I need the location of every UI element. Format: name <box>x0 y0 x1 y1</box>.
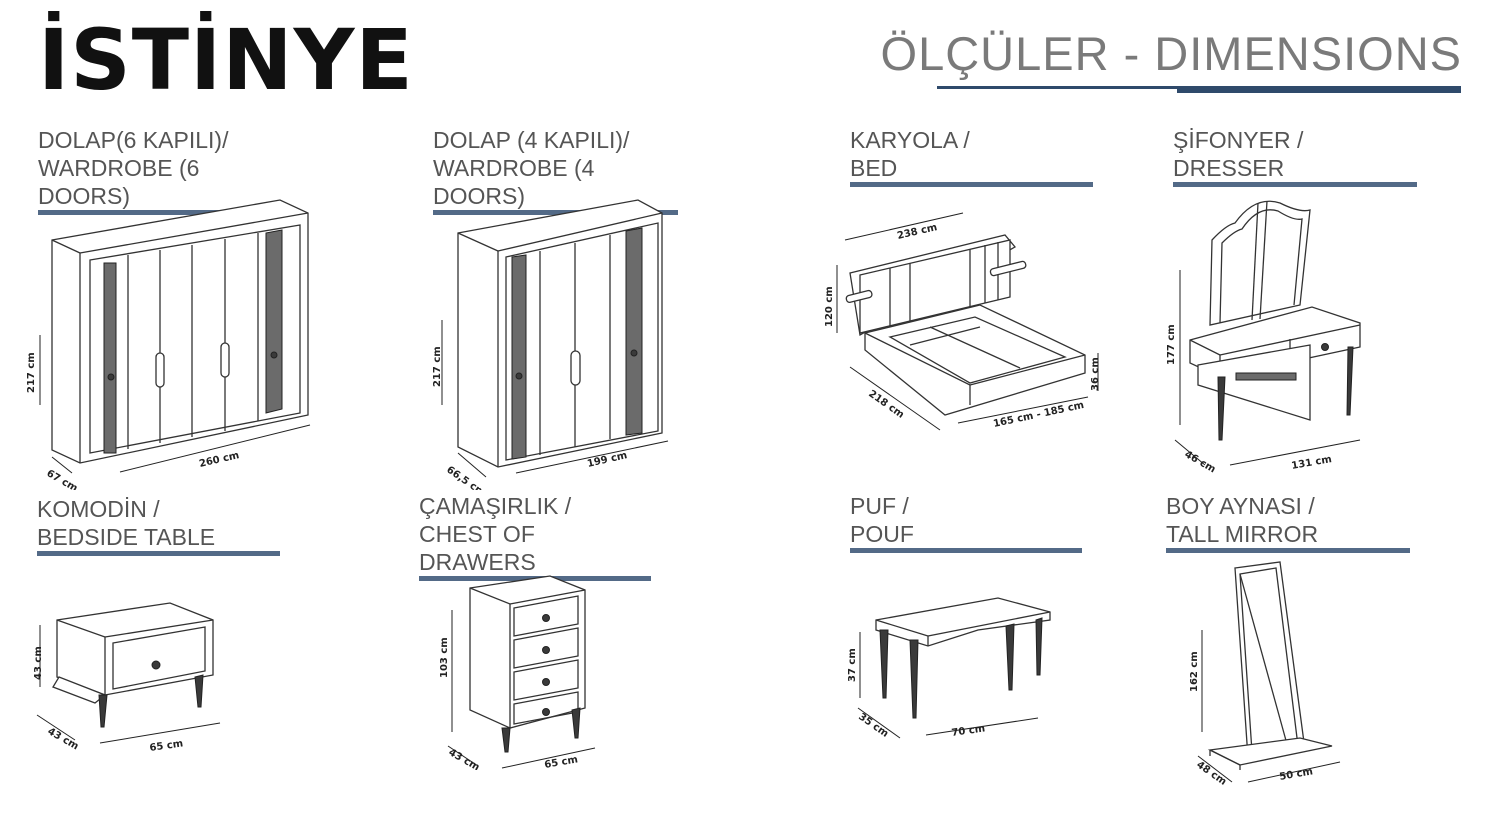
dim-width-label: 70 cm <box>951 723 986 739</box>
dim-depth-label: 43 cm <box>46 726 81 752</box>
heading-line2: TALL MIRROR <box>1166 521 1319 547</box>
heading-underline <box>850 548 1082 553</box>
wardrobe-6-drawing: 217 cm 67 cm 260 cm <box>26 199 311 490</box>
brand-logo: İSTİNYE <box>38 11 414 109</box>
heading-line1: ŞİFONYER / <box>1173 127 1304 153</box>
dim-depth-label: 48 cm <box>1194 759 1228 785</box>
heading-underline <box>850 182 1093 187</box>
dim-side-label: 36 cm <box>1090 357 1101 391</box>
heading-line2: WARDROBE (6 DOORS) <box>38 155 200 209</box>
heading-line2: WARDROBE (4 DOORS) <box>433 155 595 209</box>
heading-tall-mirror: BOY AYNASI / TALL MIRROR <box>1166 492 1410 553</box>
heading-underline <box>1166 548 1410 553</box>
heading-line2: DRESSER <box>1173 155 1285 181</box>
dim-width-label: 260 cm <box>198 450 240 470</box>
heading-wardrobe-6: DOLAP(6 KAPILI)/ WARDROBE (6 DOORS) <box>38 126 283 215</box>
dim-width-label: 165 cm - 185 cm <box>992 400 1085 430</box>
dim-top-label: 238 cm <box>896 222 938 242</box>
tall-mirror-drawing: 162 cm 48 cm 50 cm <box>1189 561 1341 785</box>
dim-depth-label: 35 cm <box>856 711 890 739</box>
heading-line2: BED <box>850 155 898 181</box>
dim-depth-label: 66,5 cm <box>444 464 487 490</box>
dresser-drawing: 177 cm 46 cm 131 cm <box>1166 200 1361 475</box>
dim-width-label: 65 cm <box>149 738 184 754</box>
dim-depth-label: 67 cm <box>45 468 80 490</box>
heading-bed: KARYOLA / BED <box>850 126 1093 187</box>
heading-line2: BEDSIDE TABLE <box>37 524 216 550</box>
dim-height-label: 120 cm <box>824 286 835 327</box>
heading-bedside-table: KOMODİN / BEDSIDE TABLE <box>37 495 280 556</box>
dim-width-label: 65 cm <box>544 754 579 770</box>
heading-line1: ÇAMAŞIRLIK / <box>419 493 572 519</box>
dim-height-label: 217 cm <box>26 352 37 393</box>
wardrobe-4-drawing: 217 cm 66,5 cm 199 cm <box>432 199 669 490</box>
page-title: ÖLÇÜLER - DIMENSIONS <box>880 27 1462 80</box>
dim-width-label: 131 cm <box>1291 454 1333 472</box>
dim-height-label: 217 cm <box>432 346 443 387</box>
dim-height-label: 43 cm <box>33 646 44 680</box>
bedside-table-drawing: 43 cm 43 cm 65 cm <box>33 602 221 754</box>
dim-height-label: 37 cm <box>847 648 858 682</box>
heading-line2: CHEST OF DRAWERS <box>419 521 536 575</box>
title-rule <box>937 86 1177 89</box>
heading-underline <box>38 210 283 215</box>
heading-line1: DOLAP (4 KAPILI)/ <box>433 127 630 153</box>
heading-underline <box>37 551 280 556</box>
dim-depth-label: 46 cm <box>1183 449 1218 475</box>
heading-line1: PUF / <box>850 493 909 519</box>
dim-depth-label: 43 cm <box>447 747 482 770</box>
dim-width-label: 50 cm <box>1279 766 1314 783</box>
heading-wardrobe-4: DOLAP (4 KAPILI)/ WARDROBE (4 DOORS) <box>433 126 678 215</box>
dim-width-label: 199 cm <box>586 450 628 470</box>
title-rule-accent <box>1177 86 1461 93</box>
heading-line1: KOMODİN / <box>37 496 160 522</box>
heading-line1: BOY AYNASI / <box>1166 493 1315 519</box>
chest-of-drawers-drawing: 103 cm 43 cm 65 cm <box>439 575 596 770</box>
dim-height-label: 103 cm <box>439 637 450 678</box>
pouf-drawing: 37 cm 35 cm 70 cm <box>847 597 1051 740</box>
dim-height-label: 177 cm <box>1166 324 1177 365</box>
heading-line2: POUF <box>850 521 914 547</box>
heading-line1: KARYOLA / <box>850 127 970 153</box>
heading-line1: DOLAP(6 KAPILI)/ <box>38 127 229 153</box>
heading-chest-of-drawers: ÇAMAŞIRLIK / CHEST OF DRAWERS <box>419 492 651 581</box>
dim-depth-label: 218 cm <box>866 388 906 420</box>
bed-drawing: 238 cm 120 cm 218 cm 165 cm - 185 cm 36 … <box>824 212 1101 431</box>
heading-underline <box>433 210 678 215</box>
dim-height-label: 162 cm <box>1189 651 1200 692</box>
heading-dresser: ŞİFONYER / DRESSER <box>1173 126 1417 187</box>
heading-pouf: PUF / POUF <box>850 492 1082 553</box>
heading-underline <box>1173 182 1417 187</box>
